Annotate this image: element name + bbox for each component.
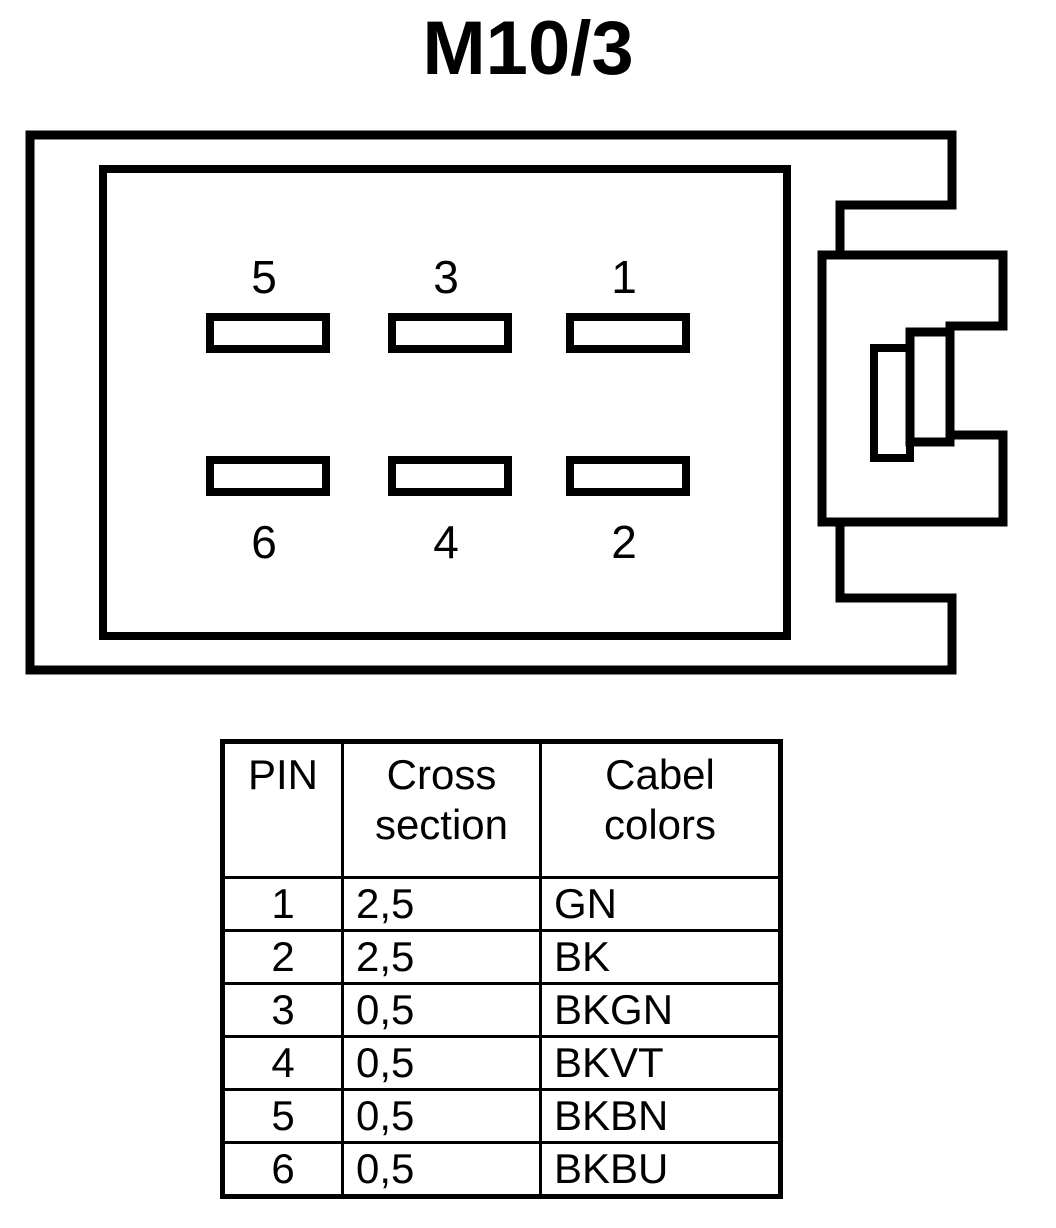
cell-cabel-colors: BKBU	[539, 1141, 782, 1198]
connector-latch-tab-inner	[870, 344, 914, 462]
cell-pin: 2	[221, 929, 344, 985]
pin-slot-4	[388, 456, 512, 496]
cell-cross-section: 2,5	[341, 876, 542, 932]
column-header-cross-line1: Cross	[386, 751, 497, 798]
page-title: M10/3	[422, 6, 634, 91]
cell-cabel-colors: GN	[539, 876, 782, 932]
connector-outer-housing	[25, 130, 957, 675]
pin-label-5: 5	[251, 251, 277, 303]
table-row: 5 0,5 BKBN	[221, 1088, 782, 1144]
pin-label-6: 6	[251, 516, 277, 568]
cell-cabel-colors: BKVT	[539, 1035, 782, 1091]
column-header-cross-line2: section	[374, 801, 509, 848]
pin-slot-5	[206, 313, 330, 353]
cell-cross-section: 0,5	[341, 1088, 542, 1144]
cell-cabel-colors: BKBN	[539, 1088, 782, 1144]
column-header-pin: PIN	[221, 740, 344, 879]
cell-cabel-colors: BKGN	[539, 982, 782, 1038]
connector-inner-body	[99, 165, 791, 640]
column-header-colors-line2: colors	[603, 801, 717, 848]
table-row: 1 2,5 GN	[221, 876, 782, 932]
pin-label-1: 1	[611, 251, 637, 303]
table-row: 6 0,5 BKBU	[221, 1141, 782, 1198]
pin-slot-1	[566, 313, 690, 353]
pin-assignment-table: PIN Cross section Cabel colors 1 2,5 GN …	[220, 739, 783, 1199]
connector-diagram: 5 3 1 6 4 2	[25, 130, 1008, 675]
table-row: 2 2,5 BK	[221, 929, 782, 985]
cell-pin: 4	[221, 1035, 344, 1091]
table-row: 4 0,5 BKVT	[221, 1035, 782, 1091]
pin-slot-3	[388, 313, 512, 353]
column-header-colors-line1: Cabel	[605, 751, 715, 798]
cell-pin: 3	[221, 982, 344, 1038]
cell-cross-section: 2,5	[341, 929, 542, 985]
column-header-cross-section: Cross section	[341, 740, 542, 879]
pin-slot-6	[206, 456, 330, 496]
cell-pin: 6	[221, 1141, 344, 1198]
cell-cross-section: 0,5	[341, 1035, 542, 1091]
pin-label-3: 3	[433, 251, 459, 303]
cell-pin: 1	[221, 876, 344, 932]
pin-label-4: 4	[433, 516, 459, 568]
column-header-cabel-colors: Cabel colors	[539, 740, 782, 879]
pin-slot-2	[566, 456, 690, 496]
cell-pin: 5	[221, 1088, 344, 1144]
table-row: 3 0,5 BKGN	[221, 982, 782, 1038]
pin-label-2: 2	[611, 516, 637, 568]
cell-cross-section: 0,5	[341, 1141, 542, 1198]
cell-cross-section: 0,5	[341, 982, 542, 1038]
cell-cabel-colors: BK	[539, 929, 782, 985]
table-header-row: PIN Cross section Cabel colors	[221, 740, 782, 879]
connector-latch-tab-outer	[905, 327, 955, 447]
